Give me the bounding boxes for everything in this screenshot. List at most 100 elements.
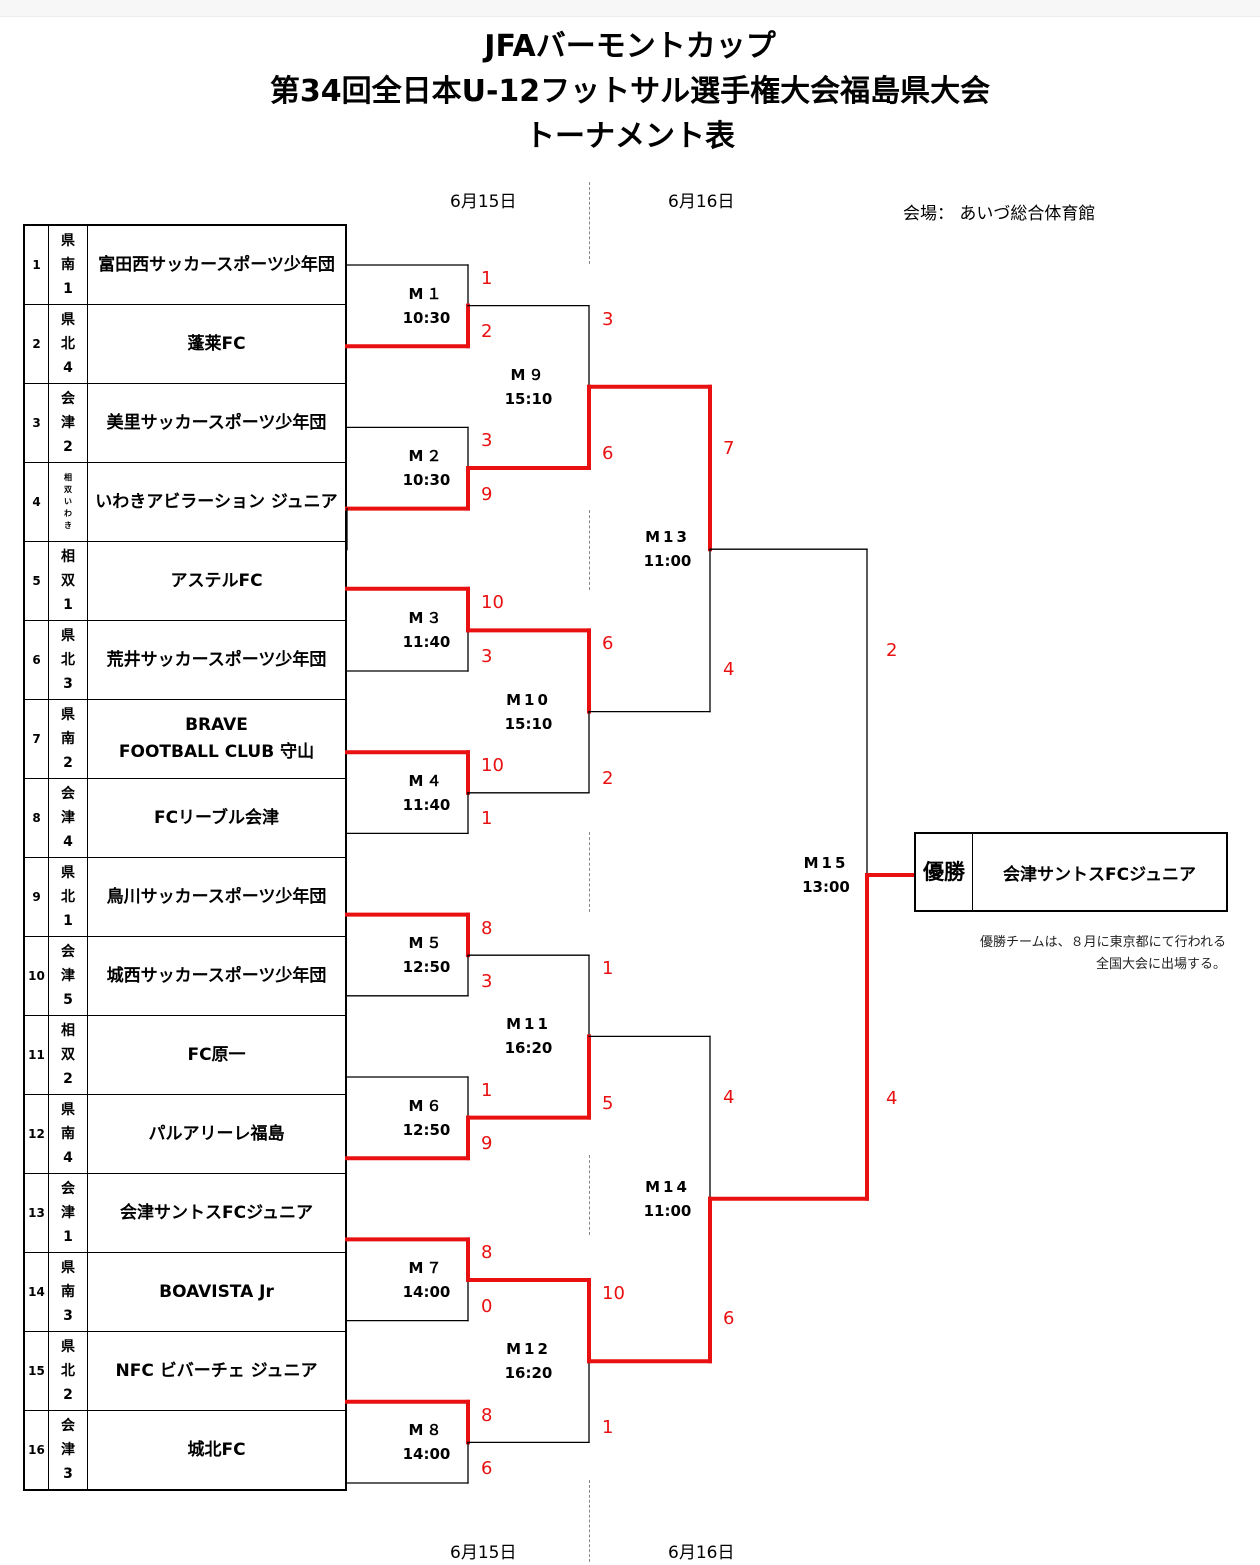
region-char: 県 xyxy=(61,312,75,328)
team-number: 2 xyxy=(23,304,49,384)
region-char: 南 xyxy=(61,1284,75,1300)
match-time: 10:30 xyxy=(402,471,451,489)
team-name-line: BOAVISTA Jr xyxy=(159,1281,274,1302)
match-score: 8 xyxy=(481,1242,493,1264)
match-score: 1 xyxy=(602,958,614,980)
champion-note: 優勝チームは、８月に東京都にて行われる 全国大会に出場する。 xyxy=(920,932,1226,976)
champion-team: 会津サントスFCジュニア xyxy=(1003,864,1196,885)
match-score: 3 xyxy=(481,430,493,452)
team-name: 蓬莱FC xyxy=(87,304,347,384)
team-name: アステルFC xyxy=(87,541,347,621)
match-score: 2 xyxy=(886,640,898,662)
region-char: 北 xyxy=(61,889,75,905)
date-day2-top: 6月16日 xyxy=(668,192,735,212)
region-char: 津 xyxy=(61,968,75,984)
match-score: 7 xyxy=(723,437,735,459)
team-name: 会津サントスFCジュニア xyxy=(87,1173,347,1253)
region-char: 県 xyxy=(61,707,75,723)
region-char: 県 xyxy=(61,1260,75,1276)
team-region: 会津 5 xyxy=(48,936,88,1016)
team-name-line: 蓬莱FC xyxy=(187,333,246,354)
match-time: 11:40 xyxy=(402,633,451,652)
team-number: 4 xyxy=(23,462,49,542)
region-char: 4 xyxy=(63,360,73,376)
match-score: 8 xyxy=(481,1404,493,1426)
title-line-2: 第34回全日本U-12フットサル選手権大会福島県大会 xyxy=(269,74,991,109)
match-time: 14:00 xyxy=(402,1445,451,1464)
team-number: 11 xyxy=(23,1015,49,1095)
match-id: M８ xyxy=(408,1421,445,1440)
region-char: 4 xyxy=(63,1150,73,1166)
match-score: 4 xyxy=(723,658,735,680)
region-char: 2 xyxy=(63,439,73,455)
team-name-line: 会津サントスFCジュニア xyxy=(120,1202,313,1223)
match-score: 0 xyxy=(481,1295,493,1317)
match-id: M９ xyxy=(510,365,547,384)
region-char: 県 xyxy=(61,1339,75,1355)
team-name: 荒井サッカースポーツ少年団 xyxy=(87,620,347,700)
match-time: 14:00 xyxy=(402,1283,451,1301)
match-time: 16:20 xyxy=(504,1039,553,1058)
day-divider xyxy=(589,832,590,912)
team-name-line: パルアリーレ福島 xyxy=(148,1123,285,1144)
team-name-line: 荒井サッカースポーツ少年団 xyxy=(106,649,327,670)
team-name: パルアリーレ福島 xyxy=(87,1094,347,1174)
match-id: M11 xyxy=(506,1015,551,1034)
match-id: M10 xyxy=(506,690,551,709)
match-time: 12:50 xyxy=(402,958,451,977)
team-name-line: FC原一 xyxy=(187,1044,246,1065)
region-char: 1 xyxy=(63,597,73,613)
match-id: M６ xyxy=(408,1096,445,1115)
team-number: 12 xyxy=(23,1094,49,1174)
region-char: 津 xyxy=(61,810,75,826)
title-line-3: トーナメント表 xyxy=(525,119,735,154)
team-name-line: アステルFC xyxy=(170,570,263,591)
date-day2-bottom: 6月16日 xyxy=(668,1543,735,1563)
region-char: 県 xyxy=(61,1102,75,1118)
region-char: 北 xyxy=(61,652,75,668)
match-score: 6 xyxy=(602,633,614,655)
region-char: 会 xyxy=(61,944,75,960)
match-score: 9 xyxy=(481,1133,493,1155)
region-char: わ xyxy=(64,509,72,518)
day-divider xyxy=(589,182,590,264)
region-char: 県 xyxy=(61,628,75,644)
match-id: M１ xyxy=(408,284,445,303)
team-name-line: いわきアビラーション ジュニア xyxy=(95,491,338,512)
team-name-line: 鳥川サッカースポーツ少年団 xyxy=(106,886,327,907)
match-score: 2 xyxy=(481,321,493,343)
region-char: 相 xyxy=(61,549,75,565)
region-char: 双 xyxy=(61,573,75,589)
team-number: 9 xyxy=(23,857,49,937)
team-name-line: 美里サッカースポーツ少年団 xyxy=(106,412,327,433)
region-char: 5 xyxy=(63,992,73,1008)
match-id: M15 xyxy=(803,854,849,872)
team-name-line: 城西サッカースポーツ少年団 xyxy=(106,965,327,986)
team-number: 14 xyxy=(23,1252,49,1332)
match-score: 2 xyxy=(602,767,614,789)
match-id: M14 xyxy=(645,1177,690,1196)
match-score: 8 xyxy=(481,917,493,939)
region-char: 1 xyxy=(63,1229,73,1245)
region-char: 北 xyxy=(61,336,75,352)
team-region: 相双 1 xyxy=(48,541,88,621)
browser-top-bar xyxy=(0,0,1260,17)
match-score: 10 xyxy=(481,591,504,613)
venue-label: 会場： あいづ総合体育館 xyxy=(903,204,1096,224)
day-divider xyxy=(589,1480,590,1562)
